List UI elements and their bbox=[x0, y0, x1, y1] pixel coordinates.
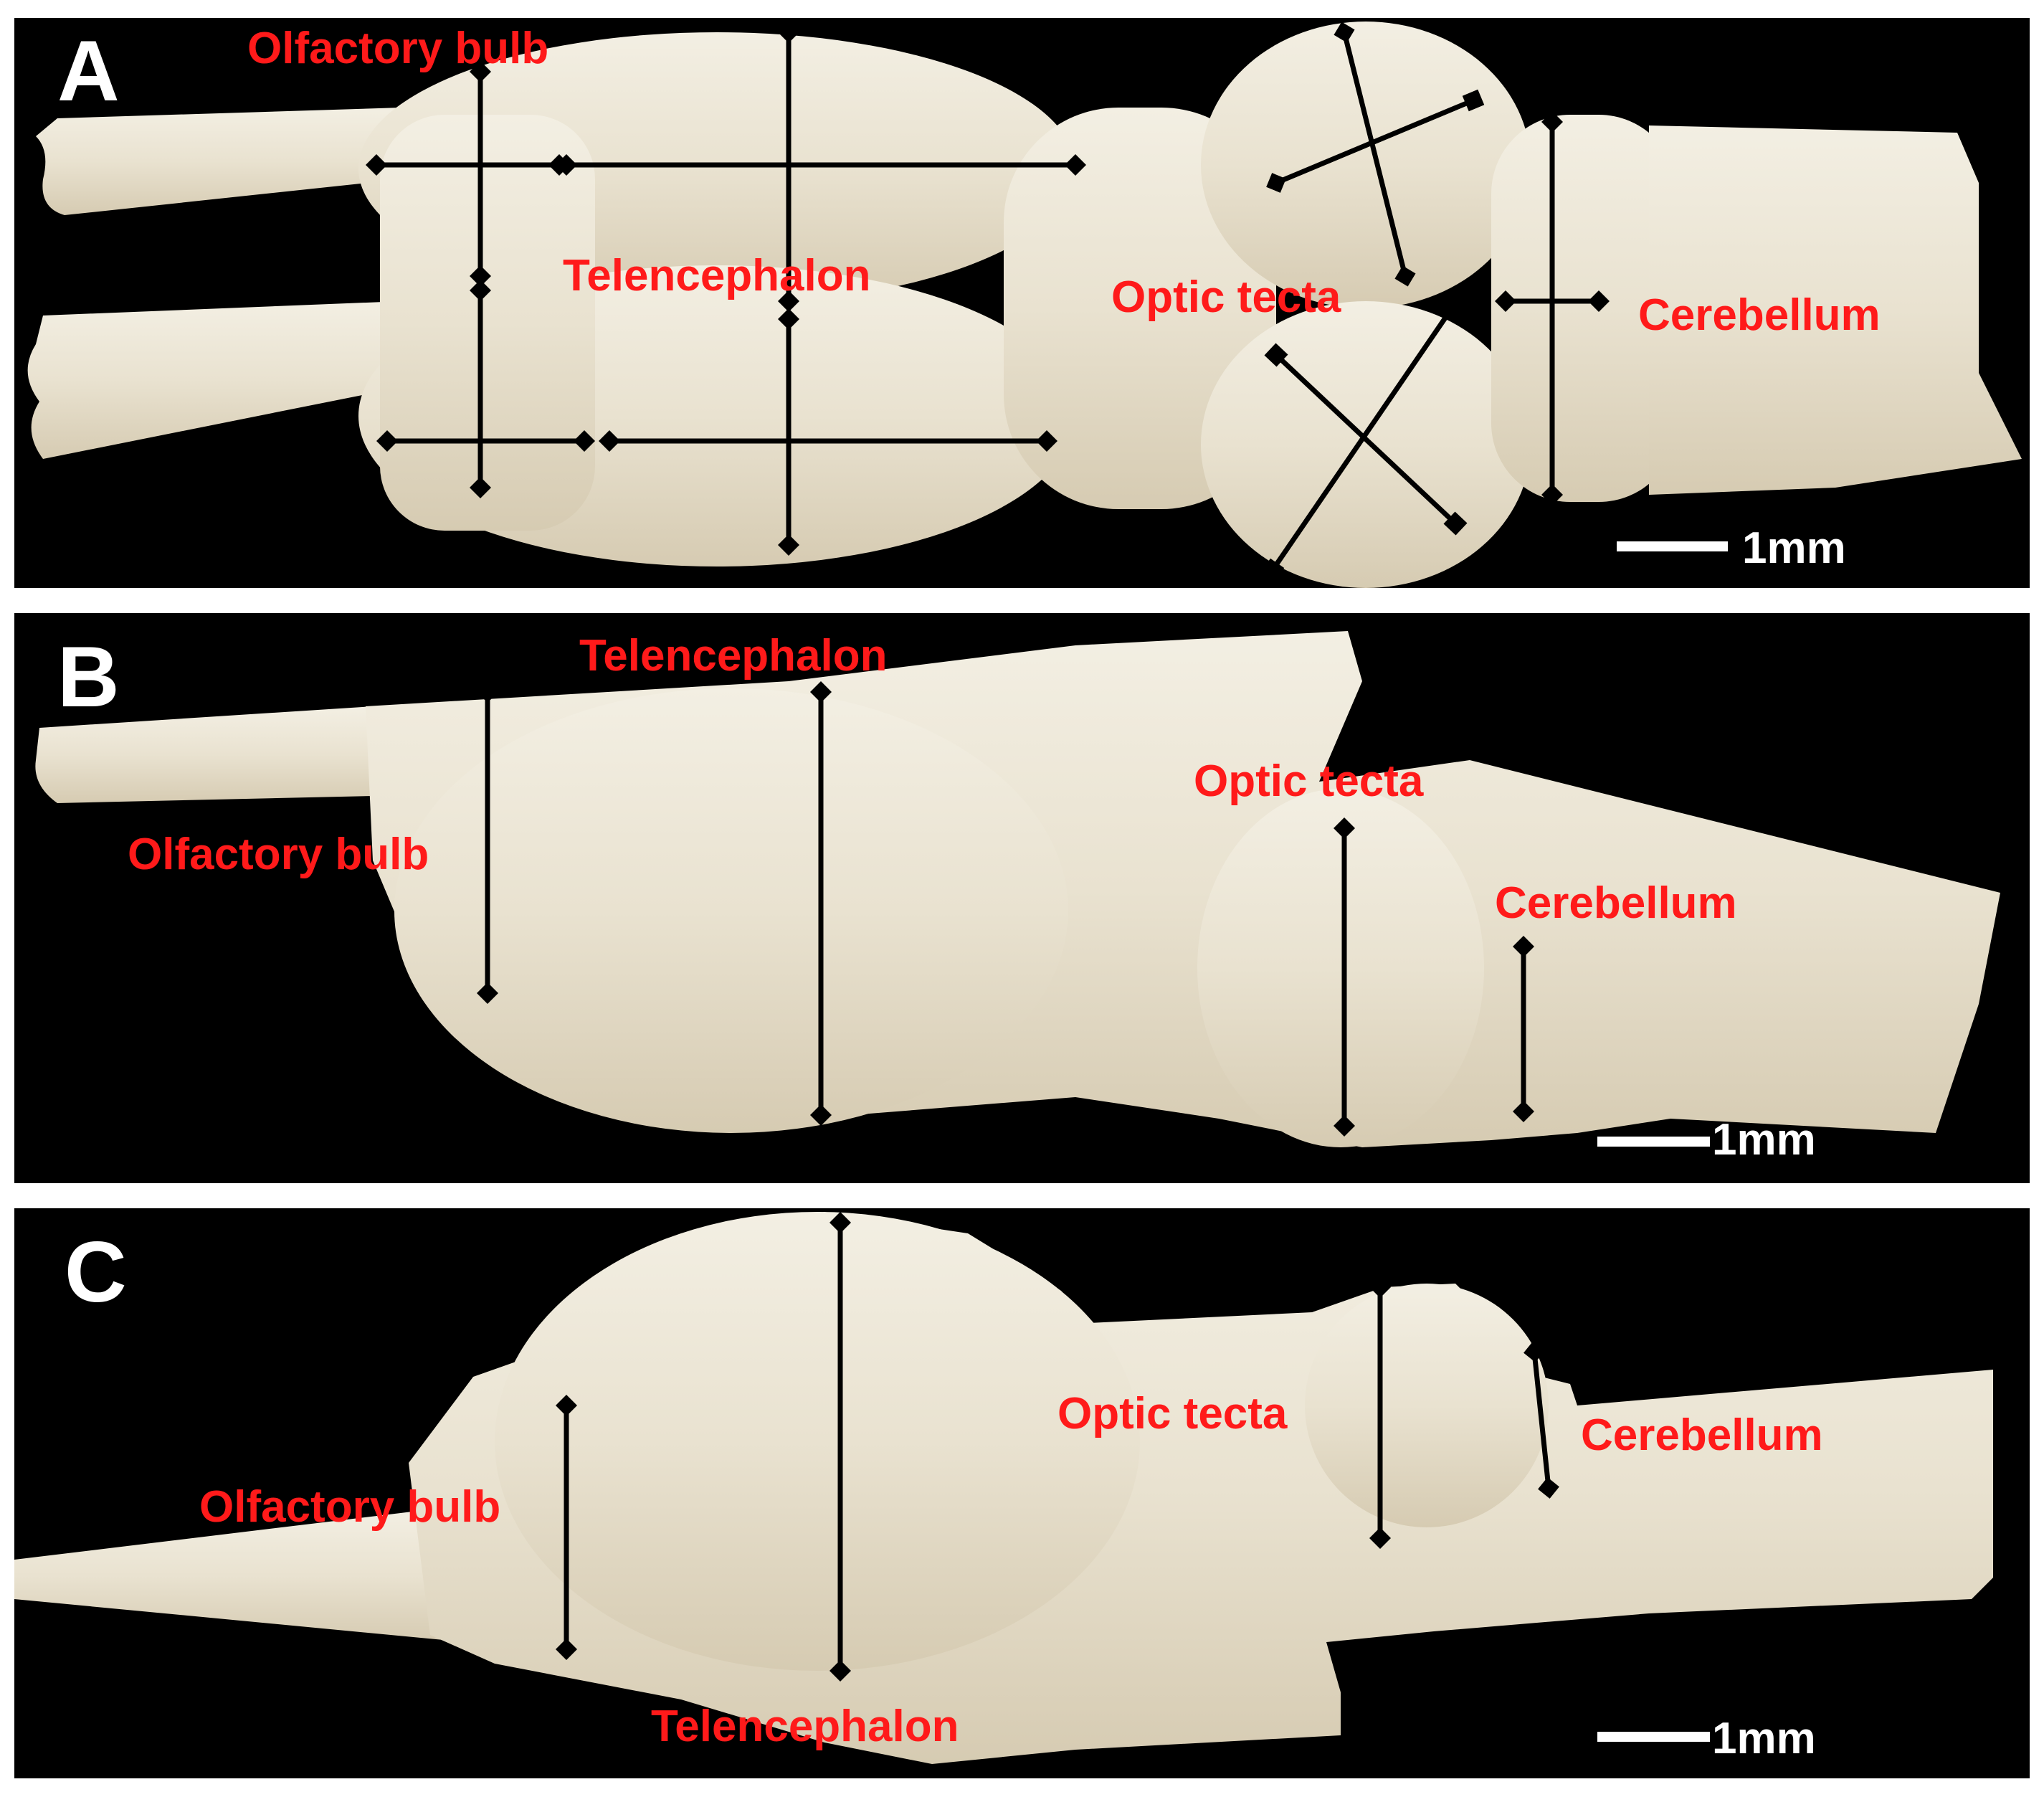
scale-bar-label: 1mm bbox=[1712, 1714, 1816, 1763]
panel-a: A Olfactory bulb Telencephalon Optic tec… bbox=[14, 18, 2030, 588]
label-olfactory-bulb: Olfactory bulb bbox=[199, 1482, 500, 1532]
label-olfactory-bulb: Olfactory bulb bbox=[128, 830, 429, 879]
panel-c-letter: C bbox=[65, 1224, 127, 1320]
panel-a-measurements bbox=[366, 22, 1610, 582]
panel-b: B Telencephalon Optic tecta Olfactory bu… bbox=[14, 613, 2030, 1183]
panel-c-brain bbox=[14, 1212, 1993, 1764]
panel-c: C Optic tecta Cerebellum Olfactory bulb … bbox=[14, 1208, 2030, 1778]
label-telencephalon: Telencephalon bbox=[563, 251, 871, 300]
scale-bar-label: 1mm bbox=[1742, 523, 1846, 573]
label-telencephalon: Telencephalon bbox=[579, 631, 888, 681]
label-optic-tecta: Optic tecta bbox=[1111, 272, 1341, 322]
label-cerebellum: Cerebellum bbox=[1495, 878, 1737, 928]
scale-bar-label: 1mm bbox=[1712, 1115, 1816, 1165]
panel-b-measurements bbox=[477, 681, 1534, 1137]
measure-line bbox=[1260, 296, 1464, 582]
panel-c-measurements bbox=[556, 1212, 1559, 1682]
label-cerebellum: Cerebellum bbox=[1638, 290, 1881, 340]
measure-line bbox=[1266, 89, 1485, 193]
label-telencephalon: Telencephalon bbox=[651, 1702, 959, 1751]
label-cerebellum: Cerebellum bbox=[1581, 1410, 1823, 1460]
panel-b-brain bbox=[35, 631, 2000, 1147]
panel-b-letter: B bbox=[57, 629, 120, 725]
measure-line bbox=[1524, 1341, 1559, 1499]
panel-a-letter: A bbox=[57, 23, 120, 119]
label-olfactory-bulb: Olfactory bulb bbox=[247, 24, 548, 73]
label-optic-tecta: Optic tecta bbox=[1057, 1389, 1288, 1438]
label-optic-tecta: Optic tecta bbox=[1194, 757, 1424, 806]
